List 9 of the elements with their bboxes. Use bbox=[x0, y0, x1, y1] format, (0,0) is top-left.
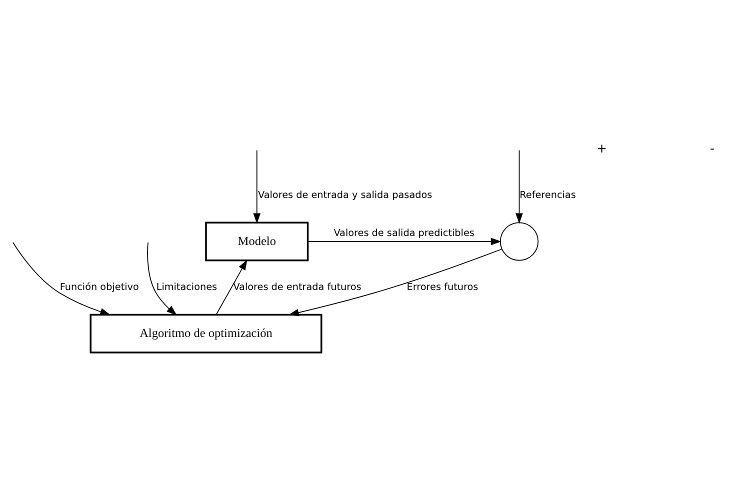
edge-label: Valores de salida predictibles bbox=[334, 228, 474, 240]
edge-label: Valores de entrada y salida pasados bbox=[258, 190, 432, 201]
label: - bbox=[710, 142, 714, 156]
label: + bbox=[596, 142, 607, 156]
edge-label: Errores futuros bbox=[406, 282, 478, 294]
edge-label: Limitaciones bbox=[156, 282, 218, 294]
edge-label: Referencias bbox=[520, 190, 576, 201]
edge-label: Valores de entrada futuros bbox=[233, 282, 362, 294]
edge-label: Función objetivo bbox=[60, 282, 139, 294]
